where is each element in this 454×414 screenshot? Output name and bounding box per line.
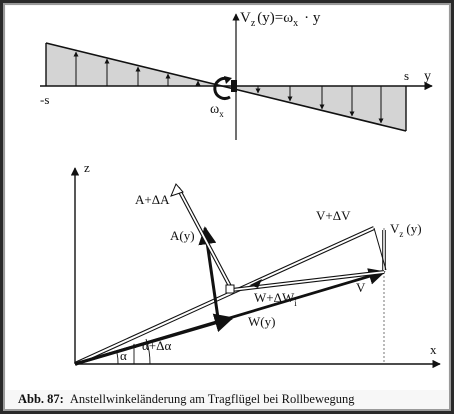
z-axis-label: z	[84, 160, 90, 175]
y-axis-label: y	[424, 69, 431, 84]
vz-formula: Vz(y)=ωx· y	[240, 10, 321, 29]
alpha-plus-dalpha-label: α+Δα	[142, 338, 172, 353]
a-plus-da-label: A+ΔA	[135, 192, 170, 207]
caption-label: Abb. 87:	[18, 392, 64, 406]
velocity-distribution-plot: Vz(y)=ωx· y -s s y ωx	[40, 10, 433, 140]
left-velocity-arrows	[73, 51, 201, 86]
left-tick-label: -s	[40, 92, 49, 107]
alpha-arc	[116, 352, 119, 365]
alpha-label: α	[120, 348, 127, 363]
w-vector	[74, 313, 234, 366]
distribution-line	[45, 42, 407, 132]
v-label: V	[356, 280, 366, 295]
caption-text: Anstellwinkeländerung am Tragflügel bei …	[69, 392, 355, 406]
omega-x-label: ωx	[210, 102, 224, 119]
w-plus-dwi-label: W+ΔWi	[254, 290, 297, 308]
right-tick-label: s	[404, 68, 409, 83]
vz-of-y-label: Vz(y)	[390, 221, 422, 239]
v-plus-dv-label: V+ΔV	[316, 208, 351, 223]
alpha-plus-arc	[145, 338, 151, 365]
right-velocity-arrows	[255, 86, 384, 124]
a-of-y-label: A(y)	[170, 228, 195, 243]
w-plus-dw-arrowhead	[250, 279, 262, 288]
vector-diagram: z x A+ΔA A(y) V+ΔV	[70, 160, 441, 369]
figure-caption: Abb. 87: Anstellwinkeländerung am Tragflü…	[18, 392, 448, 410]
v-plus-dv-inner	[74, 227, 375, 365]
w-of-y-label: W(y)	[248, 314, 275, 329]
a-plus-da-arrowhead	[170, 183, 184, 197]
rotation-omega-icon	[213, 76, 237, 100]
joint-marker	[225, 284, 235, 294]
x-axis-label: x	[430, 342, 437, 357]
a-plus-da-inner	[177, 187, 233, 291]
vz-slanted-line	[373, 227, 387, 271]
